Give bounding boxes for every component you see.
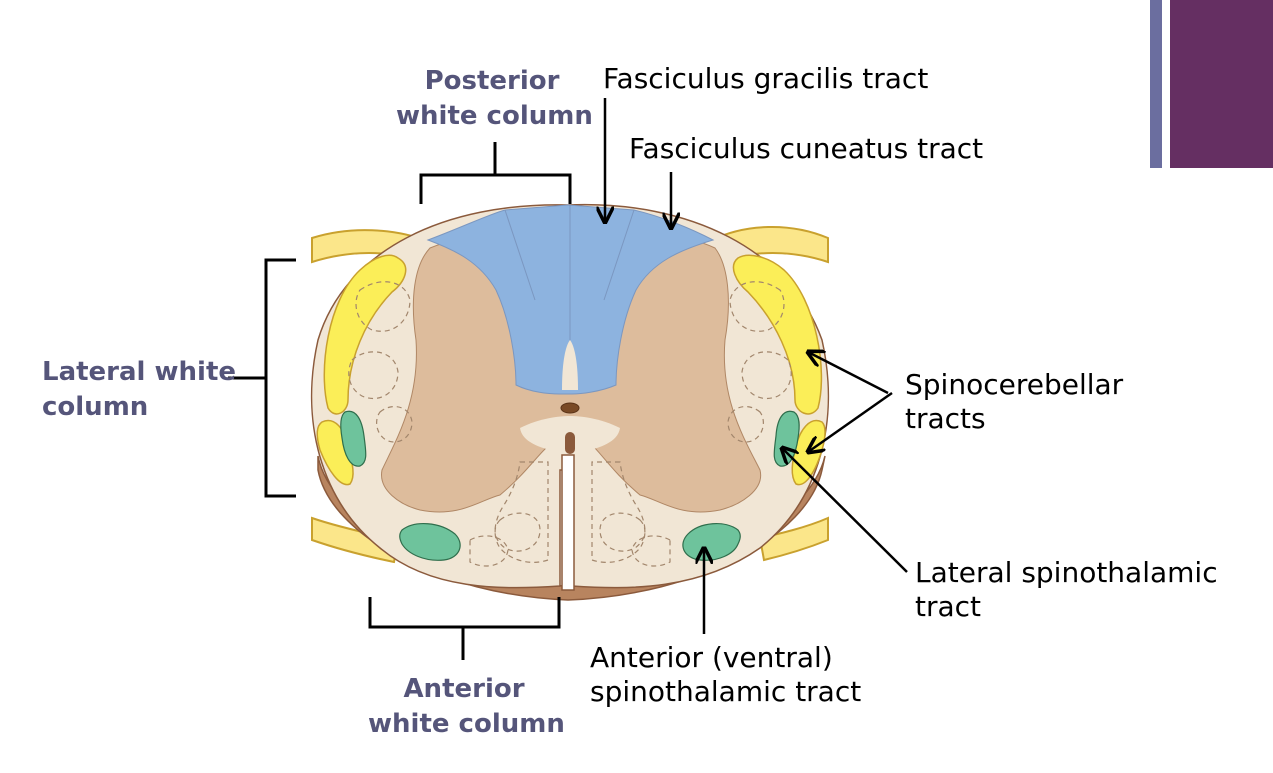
anterior-spinothalamic-label: Anterior (ventral) spinothalamic tract — [590, 641, 861, 709]
central-canal — [560, 402, 580, 414]
posterior-bracket — [419, 142, 572, 204]
anterior-spinothalamic-line2: spinothalamic tract — [590, 675, 862, 708]
anterior-label-line1: Anterior — [403, 674, 525, 704]
spinocerebellar-label-line1: Spinocerebellar — [905, 368, 1124, 401]
lateral-spinothalamic-line2: tract — [915, 590, 982, 623]
spinocerebellar-right — [732, 254, 823, 415]
nerve-root-left-lower — [311, 516, 400, 564]
anterior-spinothalamic-left — [399, 523, 461, 561]
spinocerebellar-label: Spinocerebellar tracts — [905, 368, 1123, 436]
lateral-spinothalamic-arrow — [782, 448, 908, 573]
posterior-label-line2: white column — [396, 101, 593, 131]
spinocerebellar-arrow-lower — [808, 391, 893, 452]
spinocerebellar-arrow-upper — [808, 352, 889, 395]
dorsal-median-gap — [562, 340, 578, 390]
posterior-white-column-label: Posterior white column — [396, 64, 593, 134]
fasciculus-gracilis-label: Fasciculus gracilis tract — [603, 62, 929, 95]
lateral-white-column-label: Lateral white column — [42, 355, 236, 425]
anterior-label-line2: white column — [368, 709, 565, 739]
dorsal-divider-right — [603, 209, 635, 301]
lateral-spinothalamic-line1: Lateral spinothalamic — [915, 556, 1218, 589]
lateral-label-line2: column — [42, 392, 149, 422]
lateral-spinothalamic-left — [340, 410, 367, 467]
lateral-spinothalamic-label: Lateral spinothalamic tract — [915, 556, 1218, 624]
accent-bar-thin — [1150, 0, 1162, 168]
median-fissure — [561, 454, 575, 591]
spinocerebellar-label-line2: tracts — [905, 402, 986, 435]
lateral-label-line1: Lateral white — [42, 357, 237, 387]
spinocerebellar-left — [323, 254, 407, 415]
fissure-top — [565, 432, 575, 454]
dorsal-divider-left — [504, 209, 536, 301]
accent-bar-wide — [1170, 0, 1273, 168]
anterior-bracket — [368, 597, 561, 660]
nerve-root-right-lower — [758, 516, 829, 562]
anterior-white-column-label: Anterior white column — [368, 672, 565, 742]
anterior-spinothalamic-line1: Anterior (ventral) — [590, 641, 833, 674]
posterior-label-line1: Posterior — [424, 66, 560, 96]
fasciculus-cuneatus-label: Fasciculus cuneatus tract — [629, 132, 984, 165]
lateral-bracket — [228, 258, 296, 498]
